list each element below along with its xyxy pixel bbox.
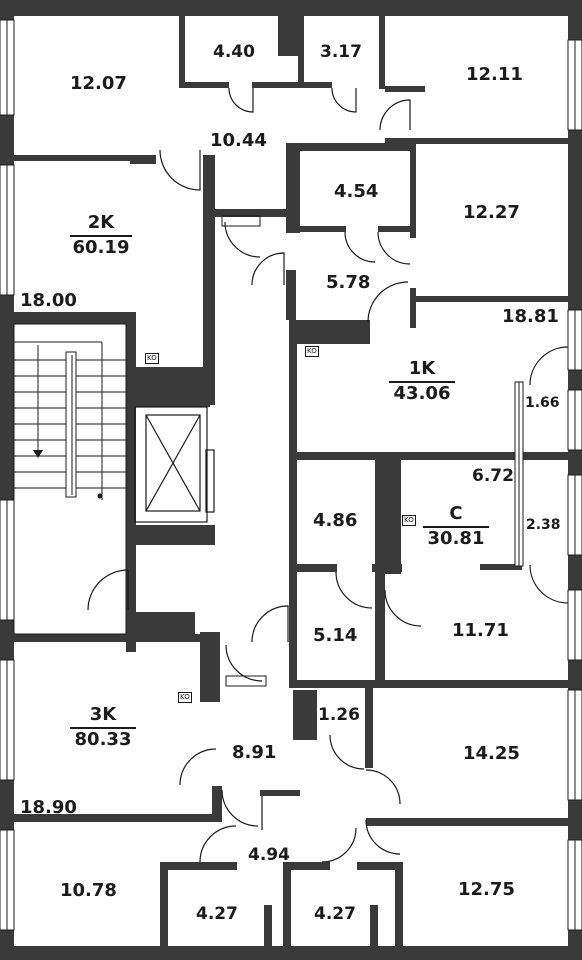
room-area-label: 4.54 [334,181,379,202]
apartment-label-2k: 2K 60.19 [70,213,132,258]
room-area-label: 4.94 [248,845,290,865]
apartment-label-1k: 1K 43.06 [389,359,455,404]
room-area-label: 10.44 [210,130,267,151]
room-area-label: 1.66 [525,395,560,411]
window-mullions [6,20,576,930]
room-area-label: 12.75 [458,879,515,900]
apartment-type: 2K [70,213,132,237]
apartment-type: 1K [389,359,455,383]
room-area-label: 12.07 [70,73,127,94]
apartment-label-3k: 3K 80.33 [70,705,136,750]
room-area-label: 2.38 [526,517,561,533]
apartment-area: 60.19 [72,236,130,258]
room-area-label: 4.86 [313,510,358,531]
room-area-label: 4.40 [213,42,255,62]
ko-marker: KO [145,353,159,364]
room-area-label: 18.00 [20,290,77,311]
apartment-area: 43.06 [393,382,451,404]
apartment-type: 3K [70,705,136,729]
room-area-label: 3.17 [320,42,362,62]
room-area-label: 10.78 [60,880,117,901]
stair-arrow [33,450,103,499]
room-area-label: 6.72 [472,466,514,486]
apartment-area: 80.33 [74,728,132,750]
elevator [134,406,215,523]
room-area-label: 4.27 [314,904,356,924]
apartment-type: C [423,504,489,528]
door-swings [87,87,569,863]
room-area-label: 5.14 [313,625,358,646]
room-area-label: 18.90 [20,797,77,818]
door-frames [221,215,267,687]
room-area-label: 12.27 [463,202,520,223]
apartment-label-c: C 30.81 [423,504,489,549]
ko-marker: KO [305,346,319,357]
staircase [13,323,127,635]
apartment-area: 30.81 [427,527,485,549]
room-area-label: 4.27 [196,904,238,924]
room-area-label: 1.26 [318,705,360,725]
room-area-label: 12.11 [466,64,523,85]
room-area-label: 11.71 [452,620,509,641]
room-area-label: 14.25 [463,743,520,764]
room-area-label: 8.91 [232,742,277,763]
ko-marker: KO [178,692,192,703]
room-area-label: 5.78 [326,272,371,293]
ko-marker: KO [402,515,416,526]
room-area-label: 18.81 [502,306,559,327]
